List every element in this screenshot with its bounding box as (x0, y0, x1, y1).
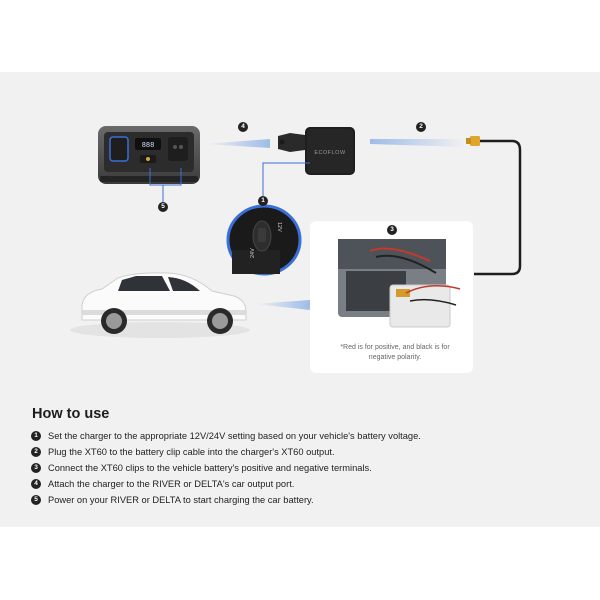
xt60-cable (474, 139, 522, 276)
dial-label-bottom: 24V (250, 248, 256, 258)
battery-card (310, 221, 473, 373)
step-number: 1 (31, 431, 41, 441)
step-number: 4 (31, 479, 41, 489)
step-number: 2 (31, 447, 41, 457)
badge-1: 1 (258, 196, 268, 206)
step-item: 4 Attach the charger to the RIVER or DELT… (31, 476, 421, 492)
step-item: 2 Plug the XT60 to the battery clip cable… (31, 444, 421, 460)
charger (278, 127, 355, 175)
power-station (98, 126, 200, 184)
polarity-note: *Red is for positive, and black is for n… (340, 344, 450, 361)
step-text: Plug the XT60 to the battery clip cable … (48, 447, 335, 457)
connector-5 (149, 168, 182, 186)
diagram-art: 888 ECOFLOW 12V 24V (70, 126, 522, 338)
badge-5: 5 (158, 202, 168, 212)
beam-car (255, 300, 310, 310)
dial-label-top: 12V (276, 222, 282, 232)
charger-brand: ECOFLOW (314, 150, 346, 156)
step-text: Attach the charger to the RIVER or DELTA… (48, 479, 295, 489)
powerstation-display: 888 (142, 142, 155, 150)
badge-4: 4 (238, 122, 248, 132)
xt60-connector (470, 136, 480, 146)
step-text: Set the charger to the appropriate 12V/2… (48, 431, 421, 441)
howto-title: How to use (32, 406, 110, 422)
car-image (70, 272, 250, 338)
step-item: 3 Connect the XT60 clips to the vehicle b… (31, 460, 421, 476)
howto-steps: 1 Set the charger to the appropriate 12V/… (31, 428, 421, 508)
step-number: 3 (31, 463, 41, 473)
step-item: 5 Power on your RIVER or DELTA to start c… (31, 492, 421, 508)
step-item: 1 Set the charger to the appropriate 12V/… (31, 428, 421, 444)
connector-1 (262, 162, 310, 196)
step-text: Connect the XT60 clips to the vehicle ba… (48, 463, 372, 473)
dial-closeup (226, 204, 302, 276)
step-number: 5 (31, 495, 41, 505)
beam-4 (205, 139, 270, 148)
badge-2: 2 (416, 122, 426, 132)
badge-3: 3 (387, 225, 397, 235)
step-text: Power on your RIVER or DELTA to start ch… (48, 495, 314, 505)
beam-2 (370, 139, 465, 147)
battery-clip-illustration (338, 239, 461, 328)
